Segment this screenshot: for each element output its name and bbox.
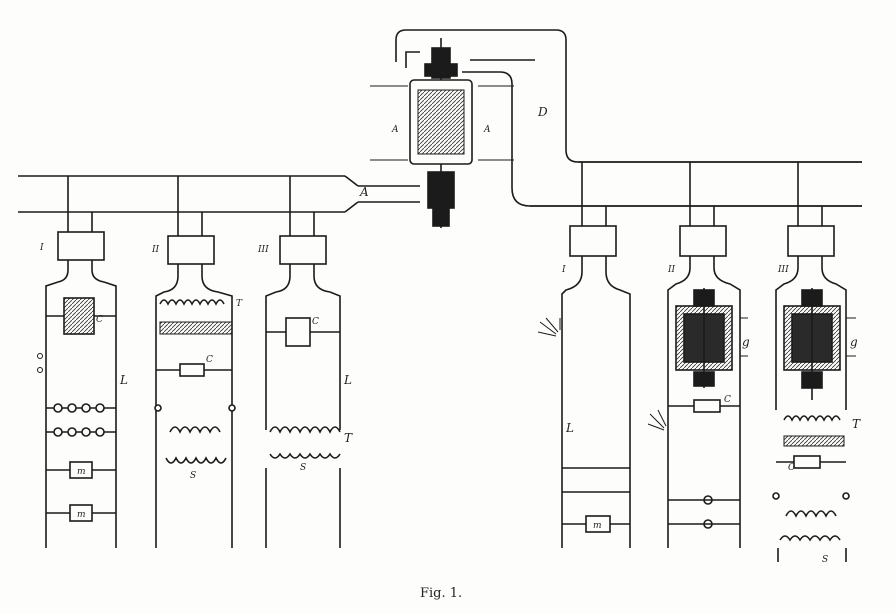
central-rotary-converter — [370, 38, 514, 228]
right-3-device-label: C — [788, 463, 795, 473]
rotary-feeder-loop — [395, 29, 862, 207]
rotary-lead-label: D — [537, 105, 548, 119]
left-circuit-1 — [37, 176, 117, 548]
converter-left-label: A — [391, 125, 399, 135]
right-3-secondary-label: S — [822, 555, 828, 565]
left-1-lamp-2-label: m — [77, 510, 86, 520]
left-3-coil-label: T — [344, 431, 353, 445]
left-2-secondary-label: S — [190, 471, 196, 481]
right-circuit-2 — [647, 162, 748, 548]
left-1-lamp-1-label: m — [77, 467, 86, 477]
left-2-coil-label: T — [236, 299, 243, 309]
left-3-device-label: C — [312, 317, 319, 327]
right-1-lamp-label: m — [593, 521, 602, 531]
right-circuit-1 — [537, 162, 631, 548]
figure-caption: Fig. 1. — [420, 586, 462, 601]
left-2-device-label: C — [206, 355, 213, 365]
right-3-coil-label: T — [852, 417, 861, 431]
right-1-line-label: L — [565, 421, 574, 435]
right-3-motor-label: g — [850, 335, 858, 349]
left-3-switch-label: III — [257, 245, 269, 255]
left-1-device-label: C — [96, 315, 103, 325]
diagram-labels: A D A A I C L m m II C T S III C L T S I… — [39, 105, 861, 565]
converter-right-label: A — [483, 125, 491, 135]
right-2-switch-label: II — [667, 265, 676, 275]
right-2-device-label: C — [724, 395, 731, 405]
left-3-secondary-label: S — [300, 463, 306, 473]
left-2-switch-label: II — [151, 245, 160, 255]
right-1-switch-label: I — [561, 265, 566, 275]
left-circuit-2 — [154, 176, 236, 548]
left-3-line-label: L — [343, 373, 352, 387]
left-circuit-3 — [265, 176, 341, 548]
right-circuit-3 — [772, 162, 856, 562]
right-2-motor-label: g — [742, 335, 750, 349]
main-leads-label: A — [359, 185, 369, 199]
right-main-bus — [530, 161, 862, 207]
left-1-line-label: L — [119, 373, 128, 387]
left-1-switch-label: I — [39, 243, 44, 253]
right-3-switch-label: III — [777, 265, 789, 275]
